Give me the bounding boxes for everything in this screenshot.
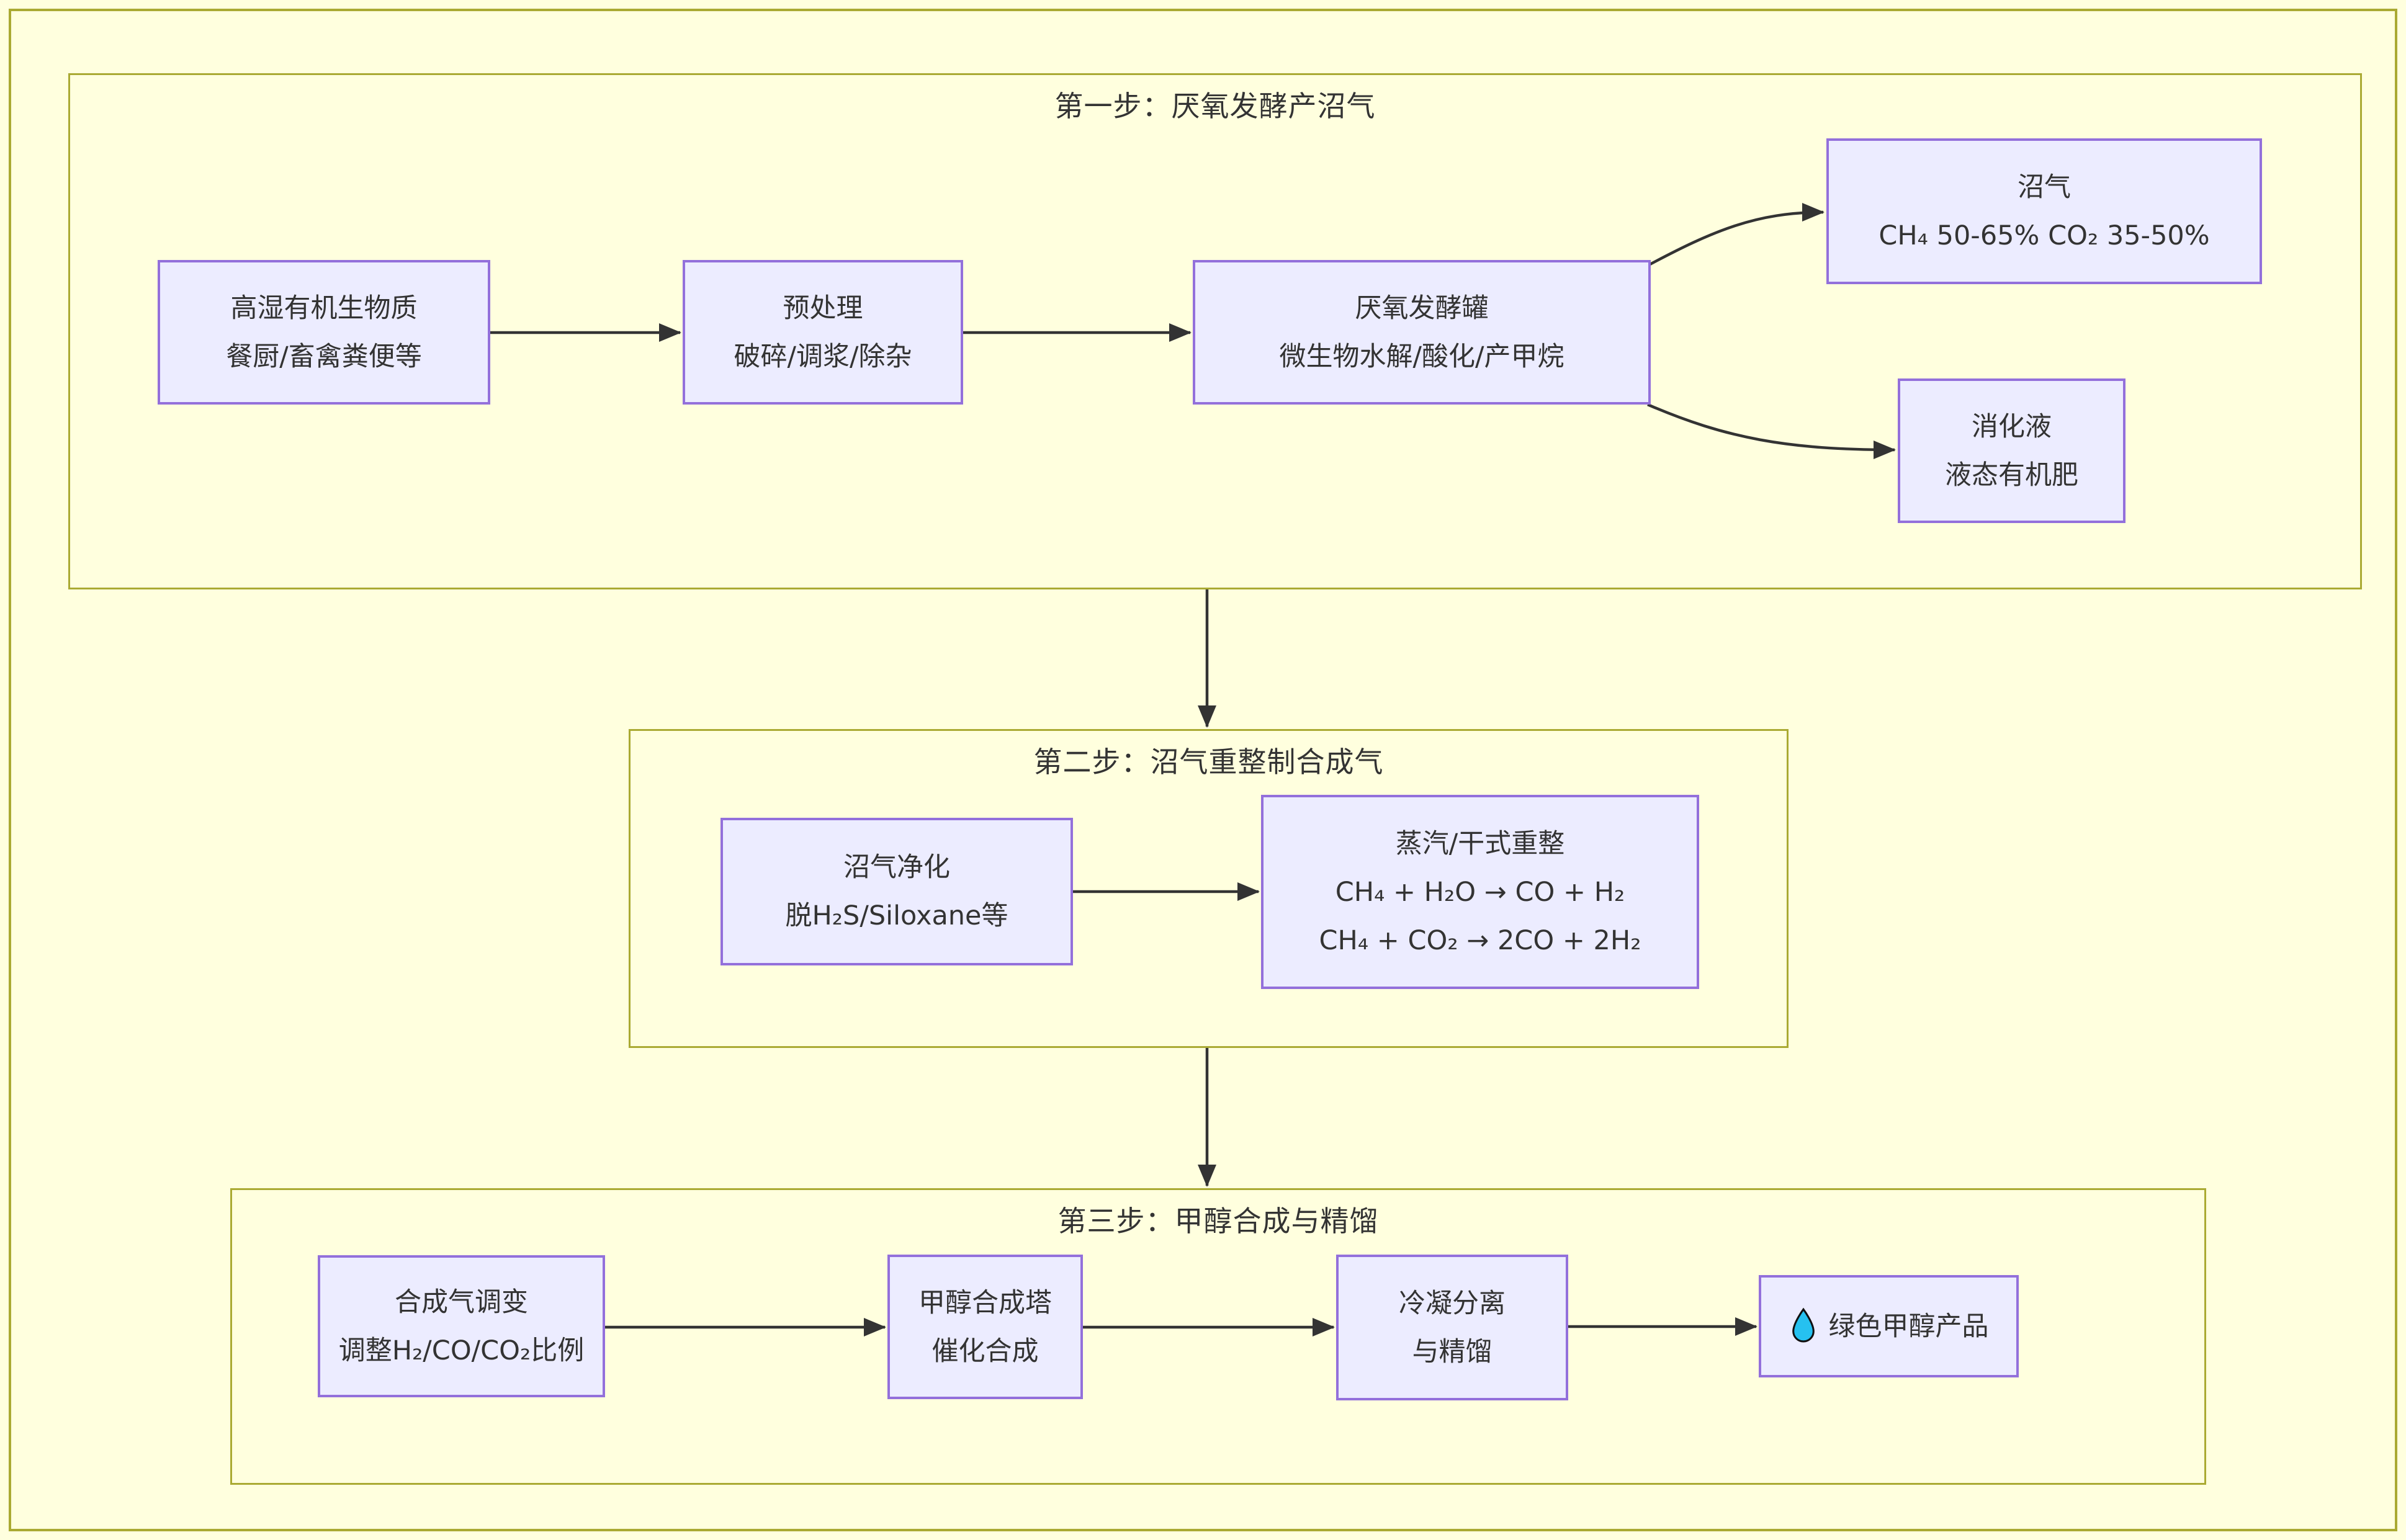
node-pretreatment-line2: 破碎/调浆/除杂 [734,341,912,372]
cluster-step2-title: 第二步：沼气重整制合成气 [1033,745,1384,779]
node-green-methanol-product: 绿色甲醇产品 [1759,1275,2019,1377]
node-digestate: 消化液 液态有机肥 [1898,378,2125,523]
cluster-step1-title: 第一步：厌氧发酵产沼气 [1054,89,1376,123]
droplet-icon [1792,1307,1815,1342]
node-biogas: 沼气 CH₄ 50-65% CO₂ 35-50% [1826,138,2262,284]
node-syngas-adjustment: 合成气调变 调整H₂/CO/CO₂比例 [318,1255,605,1397]
cluster-step2: 第二步：沼气重整制合成气 [629,729,1789,1048]
node-digestate-line1: 消化液 [1972,411,2052,442]
node-biogas-line1: 沼气 [2018,171,2071,203]
node-condensation-distillation-line2: 与精馏 [1412,1336,1493,1368]
node-biomass-line2: 餐厨/畜禽粪便等 [226,341,422,372]
node-pretreatment-line1: 预处理 [783,292,863,324]
node-methanol-synthesis-tower-line1: 甲醇合成塔 [918,1287,1052,1318]
node-anaerobic-fermenter-line2: 微生物水解/酸化/产甲烷 [1279,341,1564,372]
node-condensation-distillation: 冷凝分离 与精馏 [1336,1255,1568,1400]
node-syngas-adjustment-line1: 合成气调变 [395,1286,528,1318]
node-steam-dry-reforming-line3: CH₄ + CO₂ → 2CO + 2H₂ [1319,924,1641,956]
node-methanol-synthesis-tower-line2: 催化合成 [931,1335,1039,1367]
node-steam-dry-reforming: 蒸汽/干式重整 CH₄ + H₂O → CO + H₂ CH₄ + CO₂ → … [1261,795,1699,989]
node-methanol-synthesis-tower: 甲醇合成塔 催化合成 [887,1255,1083,1399]
node-anaerobic-fermenter-line1: 厌氧发酵罐 [1355,292,1489,324]
node-biogas-line2: CH₄ 50-65% CO₂ 35-50% [1879,220,2210,251]
node-syngas-adjustment-line2: 调整H₂/CO/CO₂比例 [338,1335,585,1366]
diagram-outer-border [9,9,2397,1531]
node-biogas-purification-line2: 脱H₂S/Siloxane等 [785,900,1008,931]
node-green-methanol-product-label: 绿色甲醇产品 [1828,1310,1989,1342]
node-biomass-line1: 高湿有机生物质 [230,292,418,324]
node-anaerobic-fermenter: 厌氧发酵罐 微生物水解/酸化/产甲烷 [1193,260,1651,405]
node-digestate-line2: 液态有机肥 [1945,459,2078,491]
node-pretreatment: 预处理 破碎/调浆/除杂 [683,260,963,405]
node-biogas-purification: 沼气净化 脱H₂S/Siloxane等 [720,818,1073,965]
cluster-step3-title: 第三步：甲醇合成与精馏 [1057,1204,1379,1238]
node-steam-dry-reforming-line1: 蒸汽/干式重整 [1395,828,1565,859]
node-steam-dry-reforming-line2: CH₄ + H₂O → CO + H₂ [1335,876,1625,908]
node-condensation-distillation-line1: 冷凝分离 [1399,1287,1506,1319]
cluster-step3: 第三步：甲醇合成与精馏 [230,1188,2206,1485]
cluster-step1: 第一步：厌氧发酵产沼气 [68,73,2362,589]
node-biomass: 高湿有机生物质 餐厨/畜禽粪便等 [158,260,490,405]
node-biogas-purification-line1: 沼气净化 [843,852,950,883]
